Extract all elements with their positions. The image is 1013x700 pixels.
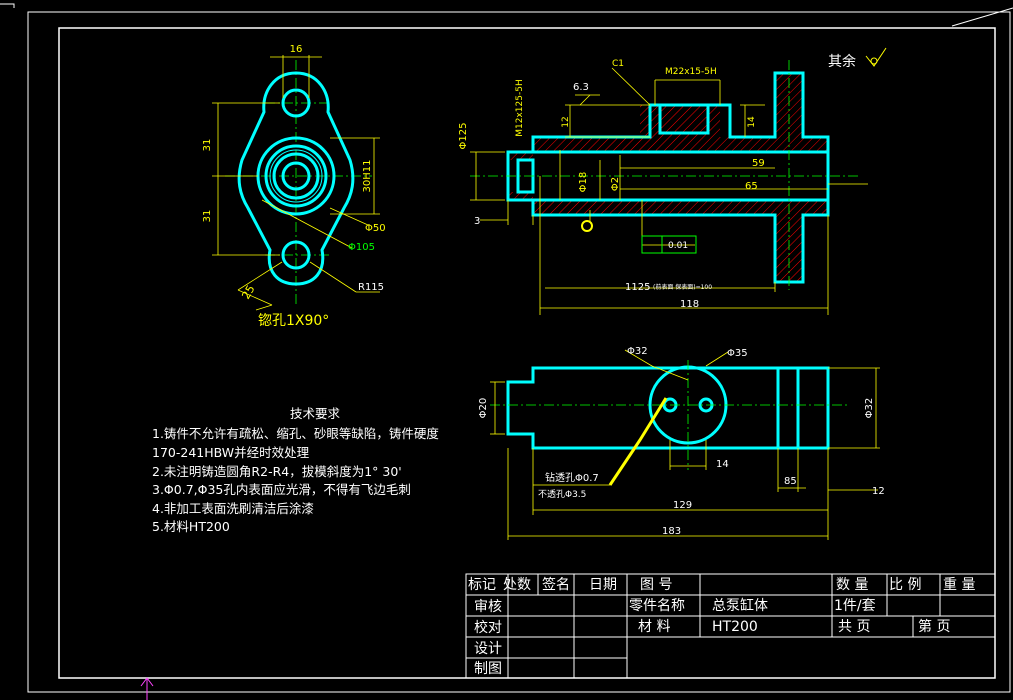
dim-6-3: 6.3 [573,82,589,93]
dim-c1: C1 [612,59,624,69]
tb-material: HT200 [712,619,758,635]
tb-mark: 标记 [468,577,496,593]
tb-review: 审核 [474,599,502,615]
dim-14: 14 [747,116,757,128]
tb-material-label: 材 料 [638,619,671,635]
countersink-note: 锪孔1X90° [258,313,329,329]
dim-14: 14 [716,459,729,470]
title-block-grid [465,573,996,679]
top-view: Φ32 Φ35 Φ20 Φ32 14 85 12 129 183 钻透孔Φ0.7… [478,346,885,540]
note-line-1: 1.铸件不允许有疏松、缩孔、砂眼等缺陷，铸件硬度 [152,426,439,441]
tb-sheet-no: 第 页 [918,619,951,635]
note-line-5: 4.非加工表面洗刷清洁后涂漆 [152,501,314,516]
tb-design: 设计 [474,641,502,657]
tolerance-value: 0.01 [668,241,688,251]
dim-25: 25 [239,283,257,302]
dim-129: 129 [673,500,692,511]
section-view: C1 M22x15-5H M12x125-5H Φ125 12 14 59 65… [458,47,887,315]
tb-count: 处数 [503,577,531,593]
dim-phi125: Φ125 [458,123,469,150]
dim-31-top: 31 [202,139,213,152]
note-line-2: 170-241HBW并经时效处理 [152,445,310,460]
dim-phi32-right: Φ32 [864,398,875,419]
dim-183: 183 [662,526,681,537]
tb-date: 日期 [589,577,617,593]
tb-part-name-label: 零件名称 [629,598,685,614]
notes-title: 技术要求 [290,406,341,421]
dim-phi20: Φ20 [478,398,489,419]
note-line-3: 2.未注明铸造圆角R2-R4，拔模斜度为1° 30' [152,464,402,479]
roughness-note: (前表面 保表面)=100 [653,283,712,291]
note-line-4: 3.Φ0.7,Φ35孔内表面应光滑，不得有飞边毛刺 [152,482,411,497]
tb-draft: 制图 [474,661,502,677]
tb-qty-value: 1件/套 [834,598,876,614]
tb-sign: 签名 [542,577,570,593]
drill-through-note: 钻透孔Φ0.7 [545,471,599,484]
roughness-symbol-icon [865,47,887,67]
dim-31-bottom: 31 [202,210,213,223]
dim-phi32: Φ32 [627,346,648,357]
tb-drawing-no: 图 号 [640,577,673,593]
dim-12: 12 [561,116,571,127]
cursor-crosshair-icon [140,677,154,700]
dim-59: 59 [752,158,765,169]
dim-phi2: Φ2 [610,177,621,191]
note-line-6: 5.材料HT200 [152,519,230,534]
tb-total-sheets: 共 页 [838,619,871,635]
surface-finish-note: 其余 [828,53,856,70]
tb-qty: 数 量 [836,577,869,593]
dim-30h11: 30H11 [362,160,373,193]
dim-phi105: Φ105 [348,242,375,253]
tb-proof: 校对 [474,620,502,636]
dim-12: 12 [872,486,885,497]
dim-phi35: Φ35 [727,348,748,359]
dim-3: 3 [474,216,480,227]
dim-m12: M12x125-5H [515,79,525,136]
drill-blind-note: 不透孔Φ3.5 [538,489,586,500]
tb-part-name: 总泵缸体 [712,598,768,614]
dim-1125: 1125 [625,282,650,293]
tb-scale: 比 例 [889,577,922,593]
dim-85: 85 [784,476,797,487]
dim-m22: M22x15-5H [665,67,717,77]
dim-65: 65 [745,181,758,192]
dim-r115: R115 [358,282,384,293]
dim-phi18: Φ18 [578,172,589,193]
tb-weight: 重 量 [943,577,976,593]
flange-view: 16 31 31 30H11 Φ50 Φ105 R115 25 锪孔1X90° [202,44,386,329]
dim-16: 16 [290,44,303,55]
dim-phi50: Φ50 [365,223,386,234]
dim-118: 118 [680,299,699,310]
